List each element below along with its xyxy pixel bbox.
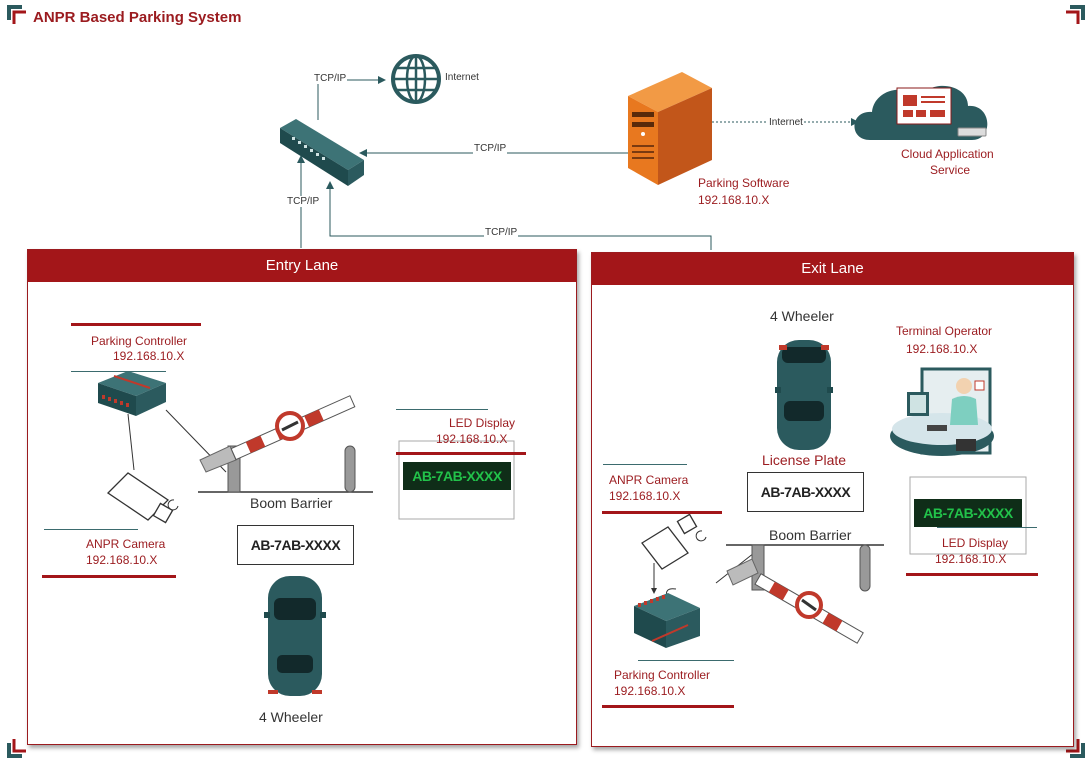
camera-rule bbox=[44, 529, 138, 530]
exit-led-display: AB-7AB-XXXX bbox=[914, 499, 1022, 527]
exit-boom-barrier-icon bbox=[726, 544, 884, 644]
exit-camera-rule bbox=[603, 464, 687, 465]
tcpip-label-internet: TCP/IP bbox=[313, 73, 348, 84]
network-lines bbox=[297, 76, 859, 250]
exit-controller-underline bbox=[602, 705, 734, 708]
server-icon bbox=[628, 72, 712, 185]
led-underline bbox=[396, 452, 526, 455]
car-icon bbox=[264, 576, 326, 696]
entry-lane-panel: Entry Lane bbox=[27, 249, 577, 745]
exit-camera-icon bbox=[641, 513, 755, 599]
server-internet-label: Internet bbox=[768, 117, 804, 128]
parking-software-label: Parking Software bbox=[698, 176, 790, 190]
exit-operator-label: Terminal Operator bbox=[896, 324, 993, 338]
entry-led-display: AB-7AB-XXXX bbox=[403, 462, 511, 490]
exit-lane-panel: Exit Lane bbox=[591, 252, 1074, 747]
tcpip-label-entry: TCP/IP bbox=[286, 196, 321, 207]
internet-label: Internet bbox=[445, 72, 479, 83]
entry-lane-title: Entry Lane bbox=[28, 250, 576, 282]
page-title: ANPR Based Parking System bbox=[33, 9, 242, 26]
tcpip-label-exit: TCP/IP bbox=[484, 227, 519, 238]
led-rule bbox=[396, 409, 488, 410]
exit-controller-ip: 192.168.10.X bbox=[614, 684, 686, 698]
network-switch-icon bbox=[280, 119, 364, 186]
parking-software-ip: 192.168.10.X bbox=[698, 193, 770, 207]
tcpip-label-server: TCP/IP bbox=[473, 143, 508, 154]
exit-parking-controller-icon bbox=[634, 593, 700, 648]
entry-led-label: LED Display bbox=[449, 416, 516, 430]
entry-lane-drawing bbox=[98, 371, 515, 696]
globe-icon bbox=[391, 54, 441, 104]
controller-rule bbox=[71, 371, 166, 372]
entry-led-ip: 192.168.10.X bbox=[436, 432, 508, 446]
license-plate-label: License Plate bbox=[762, 452, 847, 468]
exit-lane-title: Exit Lane bbox=[592, 253, 1073, 285]
entry-controller-label: Parking Controller bbox=[91, 334, 188, 348]
camera-underline bbox=[42, 575, 176, 578]
boom-barrier-icon bbox=[198, 395, 373, 493]
exit-lane-drawing bbox=[634, 340, 1027, 648]
cloud-label-line1: Cloud Application bbox=[901, 147, 994, 161]
exit-controller-rule bbox=[638, 660, 734, 661]
exit-camera-label: ANPR Camera bbox=[609, 473, 689, 487]
exit-led-rule bbox=[937, 527, 1037, 528]
exit-plate: AB-7AB-XXXX bbox=[747, 472, 864, 512]
entry-vehicle-label: 4 Wheeler bbox=[259, 709, 323, 725]
exit-vehicle-label: 4 Wheeler bbox=[770, 308, 834, 324]
exit-car-icon bbox=[775, 340, 833, 450]
exit-led-label: LED Display bbox=[942, 536, 1009, 550]
corner-brackets-red bbox=[12, 10, 1080, 753]
entry-controller-ip: 192.168.10.X bbox=[113, 349, 185, 363]
controller-underline bbox=[71, 323, 201, 326]
corner-brackets bbox=[7, 5, 1085, 758]
exit-controller-label: Parking Controller bbox=[614, 668, 711, 682]
exit-led-ip: 192.168.10.X bbox=[935, 552, 1007, 566]
exit-barrier-label: Boom Barrier bbox=[769, 527, 852, 543]
parking-controller-icon bbox=[98, 371, 166, 416]
cloud-label-line2: Service bbox=[930, 163, 971, 177]
exit-led-underline bbox=[906, 573, 1038, 576]
exit-camera-underline bbox=[602, 511, 722, 514]
entry-plate: AB-7AB-XXXX bbox=[237, 525, 354, 565]
exit-camera-ip: 192.168.10.X bbox=[609, 489, 681, 503]
exit-operator-ip: 192.168.10.X bbox=[906, 342, 978, 356]
entry-camera-label: ANPR Camera bbox=[86, 537, 166, 551]
entry-camera-ip: 192.168.10.X bbox=[86, 553, 158, 567]
terminal-operator-icon bbox=[890, 367, 994, 456]
cloud-icon bbox=[854, 85, 988, 140]
entry-barrier-label: Boom Barrier bbox=[250, 495, 333, 511]
